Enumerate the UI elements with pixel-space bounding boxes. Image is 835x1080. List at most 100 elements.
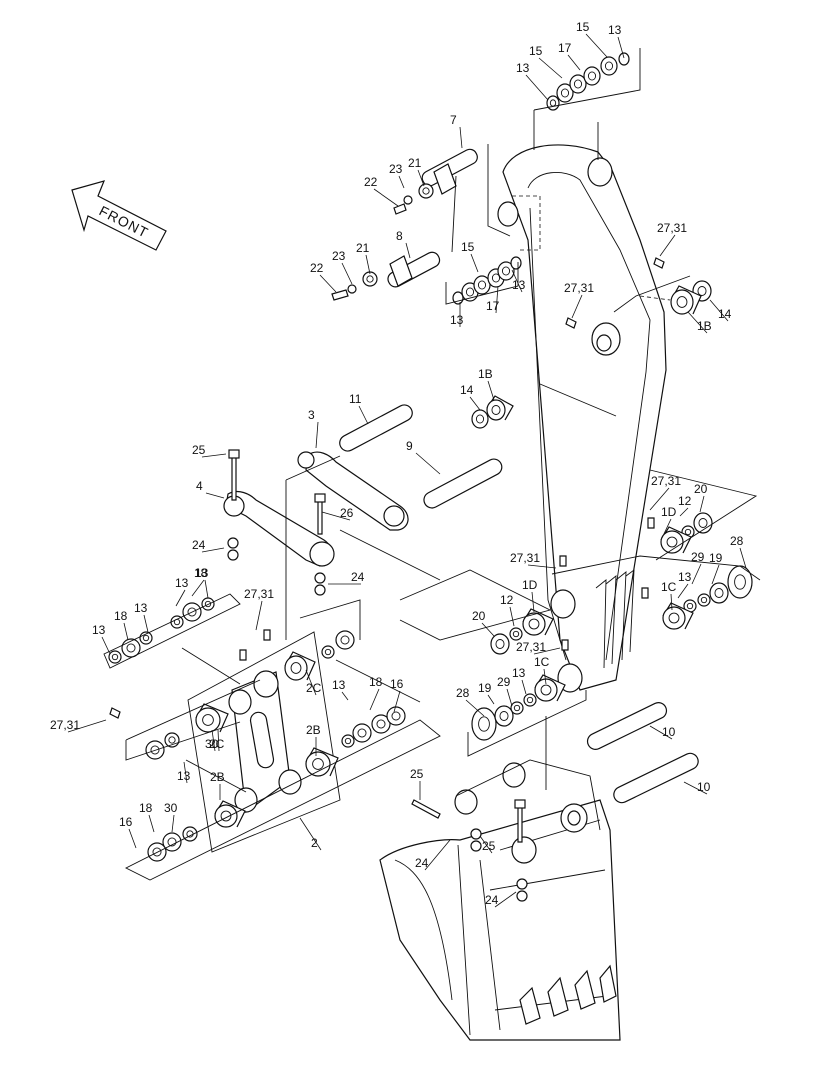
- callout-label: 15: [529, 44, 543, 58]
- washer: [170, 615, 184, 629]
- washer-hole: [167, 837, 177, 847]
- callout-leader-line: [699, 495, 705, 513]
- callout-label: 1D: [661, 505, 677, 519]
- callout-leader-line: [417, 169, 425, 187]
- washer: [418, 183, 434, 199]
- callout-label: 15: [461, 240, 475, 254]
- washer: [403, 195, 413, 205]
- callout-leader-line: [321, 511, 351, 521]
- callout-leader-line: [205, 492, 225, 499]
- callout-leader-line: [143, 614, 149, 633]
- callout-leader-line: [481, 622, 495, 637]
- washer: [569, 74, 587, 94]
- washer: [314, 584, 326, 596]
- callout-label: 13: [516, 61, 530, 75]
- washer: [693, 512, 713, 534]
- callout-label: 13: [608, 23, 622, 37]
- callout-leader-line: [543, 668, 547, 685]
- washer: [182, 826, 198, 842]
- callout-leader-line: [739, 547, 747, 569]
- callout-leader-line: [527, 564, 557, 569]
- washer-hole: [152, 847, 162, 857]
- washer: [227, 537, 239, 549]
- callout-leader-line: [691, 563, 702, 585]
- washer: [162, 832, 182, 852]
- callout-leader-line: [171, 814, 175, 833]
- bushing: [195, 707, 221, 733]
- washer-hole: [187, 607, 197, 617]
- callout-label: 16: [390, 677, 404, 691]
- callout-leader-line: [687, 311, 708, 334]
- callout-label: 20: [694, 482, 708, 496]
- washer-hole: [587, 71, 597, 81]
- callout-label: 11: [349, 392, 362, 406]
- washer-hole: [366, 275, 374, 283]
- callout-label: 13: [512, 278, 526, 292]
- callout-label: 1B: [478, 367, 493, 381]
- bushing: [522, 612, 546, 636]
- callout-leader-line: [123, 622, 129, 641]
- callout-label: 20: [472, 609, 486, 623]
- callout-leader-line: [709, 299, 729, 322]
- callout-leader-line: [649, 487, 670, 511]
- callout-label: 1C: [661, 580, 677, 594]
- callout-label: 10: [697, 780, 711, 794]
- callout-leader-line: [470, 253, 479, 273]
- washer-hole: [604, 61, 614, 71]
- washer-hole: [495, 639, 505, 649]
- callout-leader-line: [487, 380, 495, 401]
- callout-leader-line: [531, 591, 535, 613]
- callout-label: 29: [497, 675, 511, 689]
- callout-leader-line: [538, 57, 563, 79]
- callout-leader-line: [509, 606, 515, 627]
- washer: [227, 549, 239, 561]
- callout-label: 27,31: [651, 474, 681, 488]
- washer-hole: [344, 737, 352, 745]
- callout-label: 25: [482, 839, 496, 853]
- callout-leader-line: [649, 725, 673, 740]
- washer-hole: [475, 414, 485, 424]
- callout-label: 13: [134, 601, 148, 615]
- washer-hole: [465, 287, 475, 297]
- callout-leader-line: [571, 294, 583, 319]
- callout-label: 2: [311, 836, 318, 850]
- washer: [516, 890, 528, 902]
- callout-leader-line: [661, 518, 672, 539]
- callout-leader-line: [67, 719, 107, 733]
- callout-label: 23: [389, 162, 403, 176]
- callout-leader-line: [415, 452, 441, 475]
- callout-leader-line: [148, 814, 155, 833]
- washer-hole: [714, 588, 724, 598]
- washer: [727, 565, 753, 599]
- washer: [470, 840, 482, 852]
- callout-leader-line: [525, 74, 549, 101]
- callout-leader-line: [369, 688, 380, 711]
- callout-label: 27,31: [564, 281, 594, 295]
- washer-hole: [111, 653, 119, 661]
- callout-label: 27,31: [244, 587, 274, 601]
- bushing: [284, 655, 308, 681]
- callout-label: 12: [678, 494, 692, 508]
- callout-label: 13: [195, 566, 209, 580]
- callout-leader-line: [405, 242, 411, 259]
- callout-leader-line: [567, 54, 581, 71]
- callout-leader-line: [175, 589, 186, 607]
- callout-label: 1D: [522, 578, 538, 592]
- callout-label: 23: [332, 249, 346, 263]
- callout-label: 22: [364, 175, 378, 189]
- washer: [510, 701, 524, 715]
- callout-label: 8: [396, 229, 403, 243]
- washer-hole: [491, 405, 501, 415]
- washer: [473, 275, 491, 295]
- washer: [509, 627, 523, 641]
- washer-hole: [573, 79, 583, 89]
- callout-leader-line: [358, 405, 369, 425]
- washer-hole: [324, 648, 332, 656]
- callout-leader-line: [495, 285, 499, 314]
- callout-leader-line: [398, 175, 405, 189]
- washer: [523, 693, 537, 707]
- washer-hole: [357, 728, 367, 738]
- callout-label: 25: [192, 443, 206, 457]
- callout-leader-line: [305, 669, 317, 696]
- washer-hole: [202, 714, 214, 726]
